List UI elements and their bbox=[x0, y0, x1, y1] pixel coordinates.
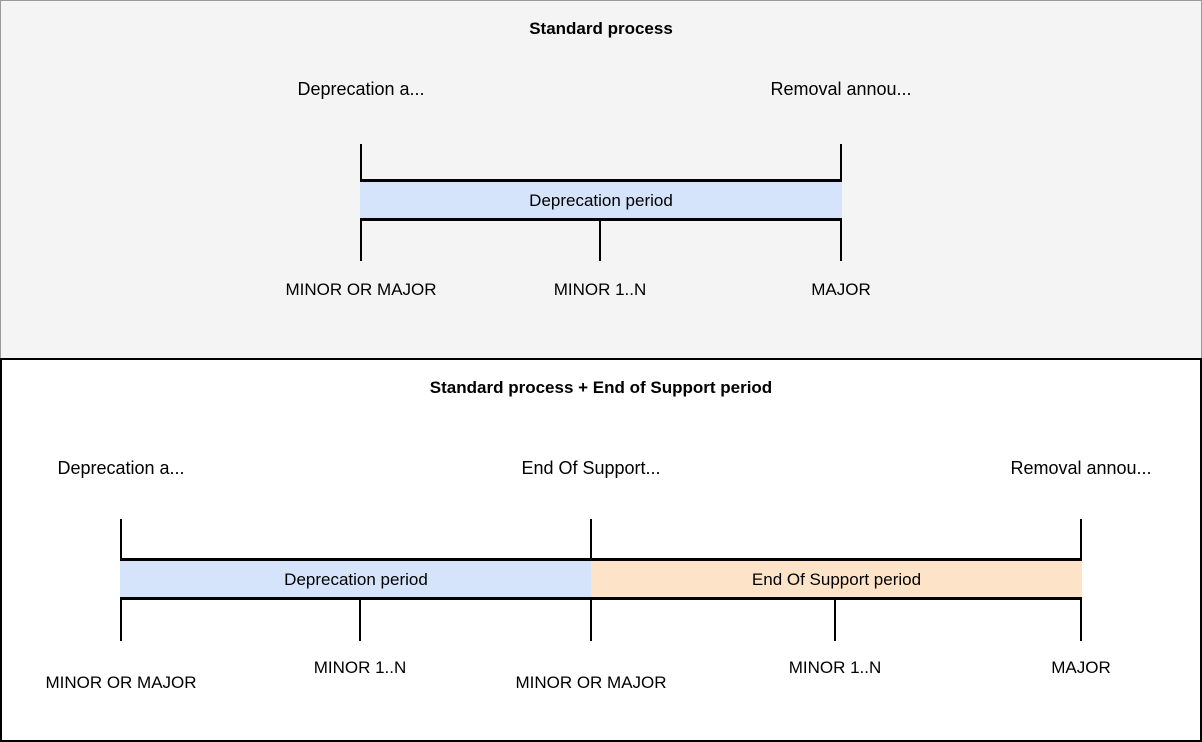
axis-label-minor-1n-one-bottom: MINOR 1..N bbox=[313, 658, 407, 677]
timeline-tick-minor-two-bottom bbox=[834, 600, 836, 641]
bar-deprecation-period-bottom: Deprecation period bbox=[120, 558, 592, 600]
bar-end-of-support-period-bottom: End Of Support period bbox=[591, 558, 1082, 600]
panel-standard-process-title: Standard process bbox=[529, 19, 673, 38]
panel-standard-process-plus-eos-title: Standard process + End of Support period bbox=[429, 378, 773, 397]
event-label-deprecation-announcement-bottom: Deprecation a... bbox=[57, 458, 185, 478]
axis-label-minor-or-major-two-bottom: MINOR OR MAJOR bbox=[515, 673, 667, 692]
bar-label-end-of-support-period-bottom: End Of Support period bbox=[751, 569, 922, 589]
event-label-deprecation-announcement-top: Deprecation a... bbox=[297, 79, 425, 99]
event-label-end-of-support-bottom: End Of Support... bbox=[521, 458, 661, 478]
bar-deprecation-period-top: Deprecation period bbox=[360, 179, 842, 221]
axis-label-minor-1n-top: MINOR 1..N bbox=[553, 280, 647, 299]
panel-standard-process-plus-eos bbox=[0, 358, 1202, 742]
axis-label-major-top: MAJOR bbox=[811, 280, 871, 299]
bar-label-deprecation-period-bottom: Deprecation period bbox=[284, 569, 428, 589]
event-label-removal-announcement-top: Removal annou... bbox=[770, 79, 912, 99]
event-label-removal-announcement-bottom: Removal annou... bbox=[1010, 458, 1152, 478]
timeline-tick-minor-one-bottom bbox=[359, 600, 361, 641]
timeline-tick-middle-top bbox=[599, 221, 601, 261]
axis-label-minor-or-major-top: MINOR OR MAJOR bbox=[285, 280, 437, 299]
axis-label-major-bottom: MAJOR bbox=[1051, 658, 1111, 677]
axis-label-minor-1n-two-bottom: MINOR 1..N bbox=[788, 658, 882, 677]
bar-label-deprecation-period-top: Deprecation period bbox=[529, 190, 673, 210]
axis-label-minor-or-major-one-bottom: MINOR OR MAJOR bbox=[45, 673, 197, 692]
